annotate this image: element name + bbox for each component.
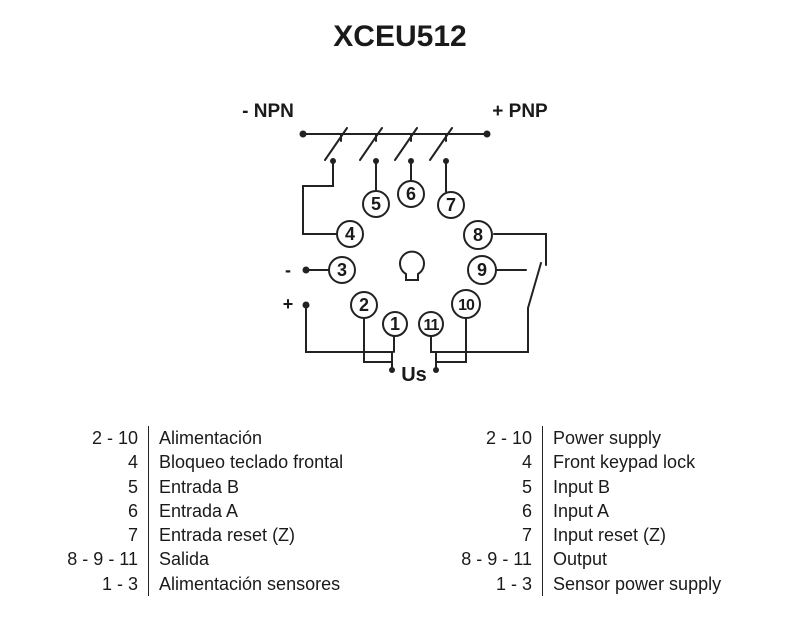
contact-4 [330,158,336,164]
legend-desc: Sensor power supply [542,571,721,597]
legend-desc: Input A [542,498,609,524]
legend-desc: Entrada B [148,474,239,499]
legend-pins: 5 [521,476,532,497]
legend-desc: Input reset (Z) [542,523,666,548]
legend-row: 8 - 9 - 11 Output [418,547,721,572]
minus-terminal [302,266,310,274]
wiring-lines [302,127,547,369]
plus-label: + [283,294,294,314]
legend-desc: Entrada A [148,498,238,524]
pin-9-label: 9 [477,260,487,280]
bus-terminal-right [483,130,491,138]
center-key-icon [399,250,425,281]
legend-pins: 2 - 10 [485,428,532,448]
pin-8-label: 8 [473,225,483,245]
pin-9 [467,255,497,285]
legend-desc: Salida [148,547,209,572]
legend-desc: Bloqueo teclado frontal [148,450,343,475]
pin-6 [397,180,425,208]
legend-row: 1 - 3 Alimentación sensores [30,571,343,597]
pin-1-label: 1 [390,314,400,334]
pin-5-label: 5 [371,194,381,214]
plus-terminal [302,301,310,309]
legend-row: 6 Input A [418,498,721,524]
diagram-title: XCEU512 [333,20,466,53]
legend-row: 7 Input reset (Z) [418,523,721,548]
legend-desc: Front keypad lock [542,450,695,475]
pin-1 [382,311,408,337]
pin-numbers: 1 2 3 4 5 6 7 8 9 10 11 [337,184,487,334]
pin-10 [451,289,481,319]
pin-3 [328,256,356,284]
legend-pins: 6 [521,500,532,521]
contact-5 [373,158,379,164]
legend-pins: 5 [127,476,138,497]
legend-desc: Alimentación sensores [148,571,340,597]
legend-pins: 4 [521,452,532,473]
pnp-label: + PNP [492,101,548,122]
minus-label: - [285,260,291,280]
legend-row: 1 - 3 Sensor power supply [418,571,721,597]
legend-row: 4 Front keypad lock [418,450,721,475]
pin-7 [437,191,465,219]
legend-desc: Input B [542,474,610,499]
bus-terminal-left [299,130,307,138]
legend-pins: 8 - 9 - 11 [67,549,138,570]
legend-pins: 1 - 3 [495,573,532,594]
pin-10-label: 10 [458,297,475,314]
legend-row: 5 Entrada B [30,474,343,499]
pin-2 [350,291,378,319]
legend-desc: Power supply [542,426,661,451]
legend-row: 6 Entrada A [30,498,343,524]
legend-spanish: 2 - 10 Alimentación 4 Bloqueo teclado fron… [30,426,343,597]
legend-pins: 7 [127,525,138,546]
contact-6 [408,158,414,164]
wiring-diagram: XCEU512 - NPN + PNP [242,20,548,386]
pin-7-label: 7 [446,195,456,215]
contact-7 [443,158,449,164]
legend-pins: 8 - 9 - 11 [461,549,532,570]
legend-pins: 2 - 10 [91,428,138,448]
pin-4 [336,220,364,248]
legend-pins: 6 [127,500,138,521]
pin-circles [328,180,497,337]
pin-8 [463,220,493,250]
pin-6-label: 6 [406,184,416,204]
legend-pins: 1 - 3 [101,573,138,594]
legend-pins: 4 [127,452,138,473]
legend-desc: Entrada reset (Z) [148,523,295,548]
pin-5 [362,190,390,218]
legend-row: 2 - 10 Alimentación [30,426,343,451]
legend-row: 5 Input B [418,474,721,499]
pin-11 [418,311,444,337]
legend-row: 8 - 9 - 11 Salida [30,547,343,572]
pin-2-label: 2 [359,295,369,315]
supply-label: Us [401,364,427,386]
legend-row: 2 - 10 Power supply [418,426,721,451]
legend-desc: Output [542,547,607,572]
legend-pins: 7 [521,525,532,546]
us-terminal-right [433,367,439,373]
pin-11-label: 11 [424,317,440,334]
us-terminal-left [389,367,395,373]
legend-desc: Alimentación [148,426,262,451]
pin-3-label: 3 [337,260,347,280]
legend-row: 7 Entrada reset (Z) [30,523,343,548]
pin-4-label: 4 [345,224,355,244]
switch-contacts [299,130,491,373]
legend-row: 4 Bloqueo teclado frontal [30,450,343,475]
npn-label: - NPN [242,101,294,122]
